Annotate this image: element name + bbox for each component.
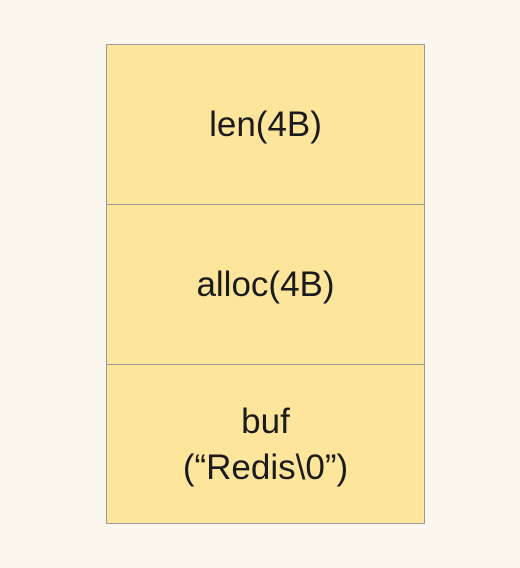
struct-layout-diagram: len(4B) alloc(4B) buf (“Redis\0”) — [106, 44, 425, 524]
field-buf-sublabel: (“Redis\0”) — [182, 447, 349, 487]
field-alloc-label: alloc(4B) — [196, 265, 335, 304]
field-len: len(4B) — [107, 45, 424, 204]
field-buf-label: buf — [241, 401, 290, 441]
field-len-label: len(4B) — [209, 104, 322, 144]
field-buf: buf (“Redis\0”) — [107, 364, 424, 524]
field-alloc: alloc(4B) — [107, 204, 424, 365]
